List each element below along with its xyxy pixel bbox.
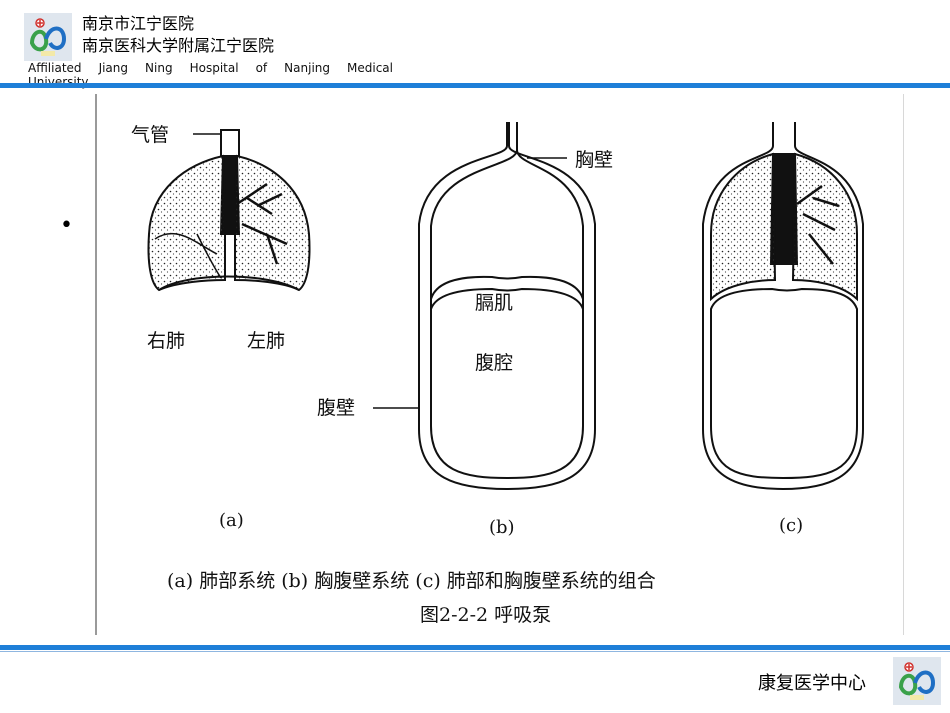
chest-abdomen-wall-drawing-b (373, 122, 596, 491)
label-right-lung: 右肺 (147, 330, 186, 352)
hospital-affiliation: 南京医科大学附属江宁医院 (82, 36, 275, 55)
lungs-drawing-a (147, 129, 311, 292)
header-divider (0, 83, 950, 88)
hospital-name-english: Affiliated Jiang Ning Hospital of Nanjin… (28, 61, 393, 75)
hospital-logo (24, 13, 72, 61)
sublabel-b: (b) (489, 517, 515, 538)
label-chest-wall: 胸壁 (575, 149, 614, 171)
hospital-logo-footer (893, 657, 941, 705)
label-abdominal-cavity: 腹腔 (475, 352, 514, 374)
sublabel-c: (c) (779, 515, 804, 536)
combined-drawing-c (702, 122, 864, 491)
department-name: 康复医学中心 (758, 673, 866, 694)
footer-divider-thin (0, 651, 950, 652)
figure-title: 图2-2-2 呼吸泵 (420, 604, 552, 626)
label-abdominal-wall: 腹壁 (317, 397, 356, 419)
figure-caption: (a) 肺部系统 (b) 胸腹壁系统 (c) 肺部和胸腹壁系统的组合 (167, 570, 656, 592)
sublabel-a: (a) (219, 510, 244, 531)
respiratory-pump-figure: 气管 右肺 左肺 胸壁 膈肌 腹腔 腹壁 (a) (b) (c) (a) 肺部系… (95, 94, 904, 635)
footer-divider (0, 645, 950, 650)
hospital-name: 南京市江宁医院 (82, 14, 195, 33)
bullet-point: • (60, 213, 73, 238)
figure-drawing (147, 122, 864, 491)
label-diaphragm: 膈肌 (475, 292, 514, 314)
label-left-lung: 左肺 (247, 330, 286, 352)
label-trachea: 气管 (131, 124, 170, 146)
